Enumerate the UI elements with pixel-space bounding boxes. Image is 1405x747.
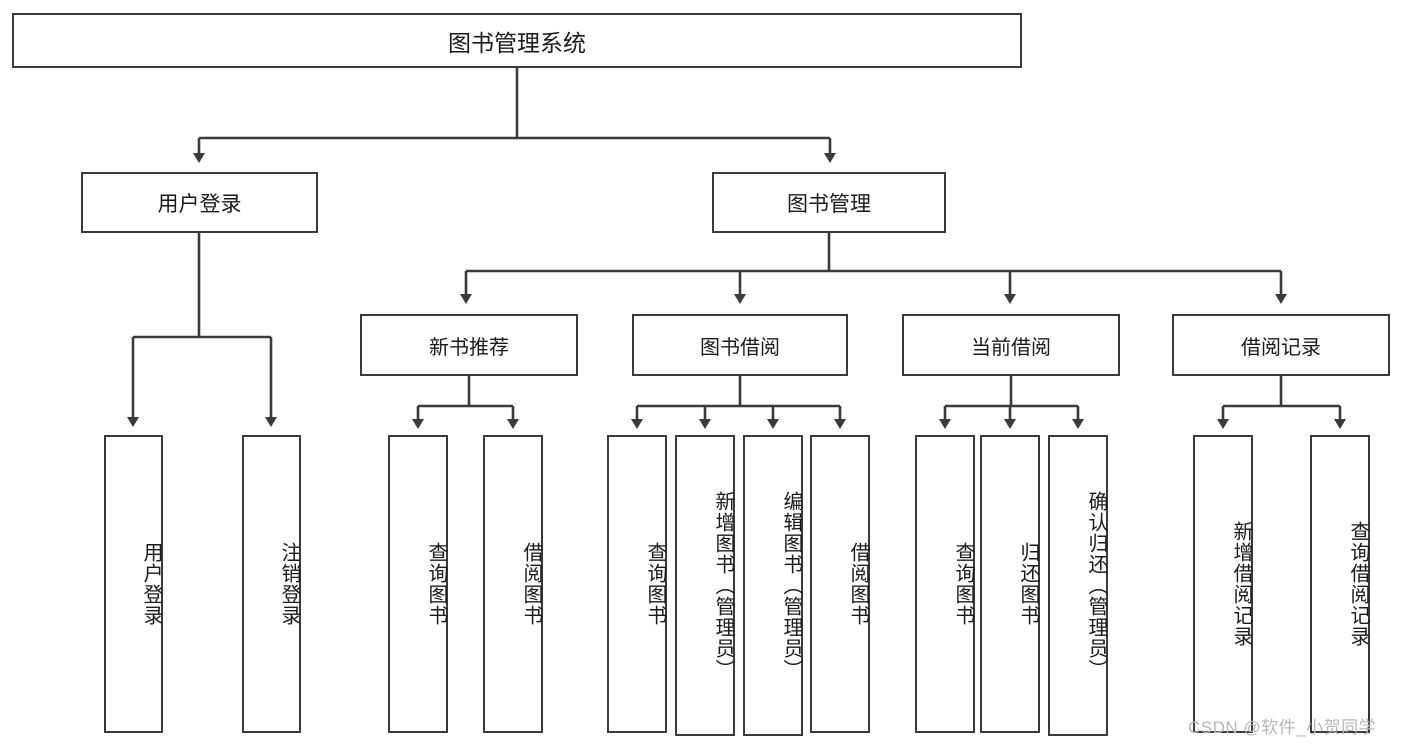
node-root-system[interactable]: 图书管理系统 (12, 13, 1022, 68)
leaf-record-add-record[interactable]: 新增借阅记录 (1193, 435, 1253, 733)
leaf-new-book-query[interactable]: 查询图书 (388, 435, 448, 733)
node-user-login[interactable]: 用户登录 (81, 172, 318, 233)
leaf-borrow-borrow-book[interactable]: 借阅图书 (810, 435, 870, 733)
leaf-user-login-logout[interactable]: 注销登录 (242, 435, 301, 733)
leaf-borrow-query-book[interactable]: 查询图书 (607, 435, 667, 733)
node-new-book-recommend[interactable]: 新书推荐 (360, 314, 578, 376)
leaf-current-confirm-return-admin[interactable]: 确认归还（管理员） (1048, 435, 1108, 736)
node-book-management[interactable]: 图书管理 (712, 172, 946, 233)
leaf-borrow-add-book-admin[interactable]: 新增图书（管理员） (675, 435, 735, 736)
leaf-user-login-login[interactable]: 用户登录 (104, 435, 163, 733)
leaf-new-book-borrow[interactable]: 借阅图书 (483, 435, 543, 733)
node-current-borrow[interactable]: 当前借阅 (902, 314, 1120, 376)
node-book-borrow[interactable]: 图书借阅 (632, 314, 848, 376)
leaf-current-query-book[interactable]: 查询图书 (915, 435, 975, 733)
leaf-current-return-book[interactable]: 归还图书 (980, 435, 1040, 733)
csdn-watermark: CSDN @软件_小贺同学 (1188, 718, 1377, 737)
node-borrow-record[interactable]: 借阅记录 (1172, 314, 1390, 376)
leaf-borrow-edit-book-admin[interactable]: 编辑图书（管理员） (743, 435, 803, 736)
leaf-record-query-record[interactable]: 查询借阅记录 (1310, 435, 1370, 733)
